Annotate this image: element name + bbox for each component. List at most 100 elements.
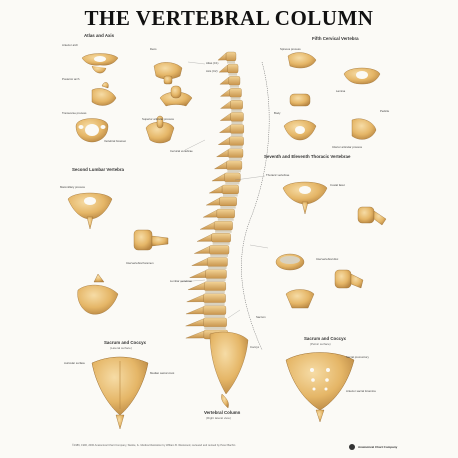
spinous-process-shape (220, 101, 231, 109)
second-lumbar-figures (67, 192, 169, 315)
spinous-process-shape (219, 125, 231, 133)
vertebra-body (219, 196, 237, 207)
label-superior-articular: Superior articular process (142, 117, 174, 121)
spine-caption: Vertebral Column (204, 410, 241, 415)
label-intervertebral-foramen: Intervertebral foramen (126, 261, 154, 265)
curvature-line (241, 61, 270, 351)
intervertebral-disc-shape (231, 109, 242, 112)
vertebra-body (207, 257, 228, 267)
spinous-process-shape (185, 306, 204, 315)
atlas-top-figure (75, 118, 109, 143)
spine-sacrum-shape (209, 331, 249, 395)
intervertebral-disc-shape (229, 157, 242, 161)
intervertebral-disc-shape (210, 254, 228, 257)
c5-lateral-figure (351, 118, 377, 140)
c5-top-figure (343, 67, 381, 85)
c5-posterior-figure (283, 119, 317, 141)
spinous-process-shape (219, 113, 231, 121)
label-pedicle: Pedicle (380, 109, 390, 113)
label-coccyx: Coccyx (250, 345, 260, 349)
intervertebral-disc-shape (225, 181, 240, 185)
spinous-process-shape (209, 185, 223, 194)
vertebra-body (203, 317, 227, 328)
intervertebral-disc-shape (228, 73, 238, 76)
section-title-atlas-axis: Atlas and Axis (84, 33, 115, 38)
l2-top-figure (67, 192, 113, 230)
vertebra-body (204, 281, 226, 291)
label-sacrum: Sacrum (256, 315, 266, 319)
section-title-fifth-cervical: Fifth Cervical Vertebra (312, 36, 359, 41)
vertebra-body (202, 305, 227, 315)
intervertebral-disc-shape (204, 302, 225, 306)
label-body: Body (274, 111, 281, 115)
spinous-process-shape (187, 282, 205, 290)
section-title-second-lumbar: Second Lumbar Vertebra (72, 167, 124, 172)
vertebra-body (209, 245, 230, 255)
atlas-axis-figures (75, 53, 193, 144)
spinous-process-shape (186, 294, 204, 303)
t11-lateral-figure (334, 269, 364, 289)
vertebra-body (229, 124, 244, 134)
spinous-process-shape (199, 221, 215, 230)
axis-side-figure (153, 62, 183, 85)
intervertebral-disc-shape (220, 206, 236, 209)
intervertebral-disc-shape (231, 121, 243, 124)
intervertebral-disc-shape (229, 85, 239, 88)
t7-lateral-figure (357, 206, 387, 226)
publisher-logo-icon (349, 444, 355, 450)
vertebra-body (216, 208, 235, 219)
label-intervertebral-disc: Intervertebral disc (316, 257, 339, 261)
sacrum-lateral-figure (91, 356, 149, 430)
central-spine (185, 51, 249, 409)
c5-front-figure (289, 93, 311, 107)
intervertebral-disc-shape (227, 169, 241, 173)
footer-copyright: ©1986, 1996, 2000 Anatomical Chart Compa… (72, 444, 236, 447)
c5-side-figure (287, 52, 317, 69)
spinous-process-shape (206, 197, 220, 206)
vertebra-body (229, 136, 244, 146)
vertebra-body (203, 293, 226, 303)
axis-lateral-figure (91, 82, 117, 106)
t11-posterior-figure (285, 289, 315, 309)
vertebra-body (230, 112, 244, 122)
section-title-sacrum-pelvic: Sacrum and Coccyx (304, 336, 346, 341)
spinous-process-shape (203, 209, 217, 218)
vertebra-body (226, 160, 243, 170)
intervertebral-disc-shape (227, 61, 235, 64)
intervertebral-disc-shape (223, 194, 238, 197)
label-transverse-process: Transverse process (62, 111, 87, 115)
fifth-cervical-figures (283, 52, 381, 141)
label-anterior-arch: Anterior arch (62, 43, 79, 47)
spinous-process-shape (219, 88, 230, 97)
label-spinous-process: Spinous process (280, 47, 301, 51)
section-title-sacrum-lateral: Sacrum and Coccyx (104, 340, 146, 345)
label-posterior-arch: Posterior arch (62, 77, 80, 81)
label-lumbar: Lumbar vertebrae (170, 279, 193, 283)
label-inferior-articular: Inferior articular process (332, 145, 362, 149)
label-dens: Dens (150, 47, 157, 51)
vertebra-body (230, 100, 243, 110)
spinous-process-shape (217, 137, 230, 145)
intervertebral-disc-shape (230, 97, 241, 100)
l2-lateral-figure (133, 229, 169, 251)
spinous-process-shape (213, 161, 227, 170)
spinous-process-shape (216, 149, 229, 157)
section-sub-sacrum-pelvic: (Pelvic surface) (310, 342, 331, 346)
label-mammillary-process: Mammillary process (60, 185, 85, 189)
spinous-process-shape (185, 318, 204, 327)
intervertebral-disc-shape (212, 242, 230, 245)
intervertebral-disc-shape (231, 133, 243, 137)
spinous-process-shape (191, 258, 208, 266)
label-vertebral-foramen: Vertebral foramen (104, 139, 127, 143)
spinous-process-shape (218, 64, 228, 73)
spinous-process-shape (197, 234, 212, 242)
spinous-process-shape (211, 173, 225, 182)
vertebra-body (225, 51, 237, 62)
intervertebral-disc-shape (206, 278, 226, 282)
axis-posterior-figure (145, 115, 175, 144)
label-sacral-promontory: Sacral promontory (346, 355, 369, 359)
spinous-process-shape (217, 52, 227, 61)
vertebra-body (227, 148, 244, 158)
sacrum-pelvic-figure (285, 352, 355, 423)
